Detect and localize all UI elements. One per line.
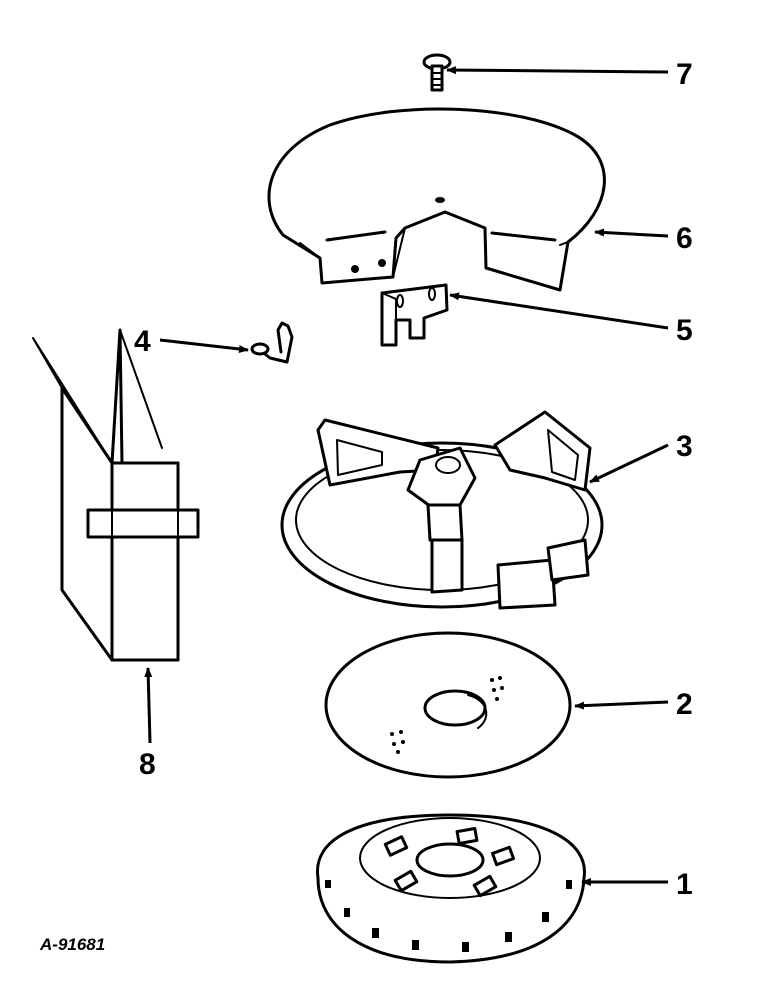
callout-7: 7 — [676, 58, 693, 91]
callout-pointer-2 — [574, 700, 669, 710]
callout-pointer-5 — [449, 292, 669, 330]
callout-pointer-8 — [144, 667, 153, 744]
callout-pointer-4 — [159, 338, 249, 353]
callout-pointers — [144, 66, 669, 886]
callout-pointer-3 — [589, 443, 669, 484]
callout-6: 6 — [676, 222, 693, 255]
callout-3: 3 — [676, 430, 693, 463]
pin-part — [250, 321, 294, 364]
callout-5: 5 — [676, 314, 693, 347]
callout-4: 4 — [134, 325, 151, 358]
cover-plate-part — [267, 107, 606, 292]
callout-1: 1 — [676, 868, 693, 901]
screw-part — [422, 53, 452, 92]
callout-8: 8 — [139, 748, 156, 781]
callout-2: 2 — [676, 688, 693, 721]
seed-plate-part — [324, 631, 572, 779]
callout-pointer-7 — [446, 66, 669, 75]
callout-pointer-6 — [594, 228, 669, 238]
seed-ring-part — [280, 410, 604, 610]
bracket-part — [380, 283, 449, 347]
plate-base-part — [316, 813, 586, 964]
housing-part — [32, 328, 200, 662]
figure-code: A-91681 — [39, 935, 105, 954]
